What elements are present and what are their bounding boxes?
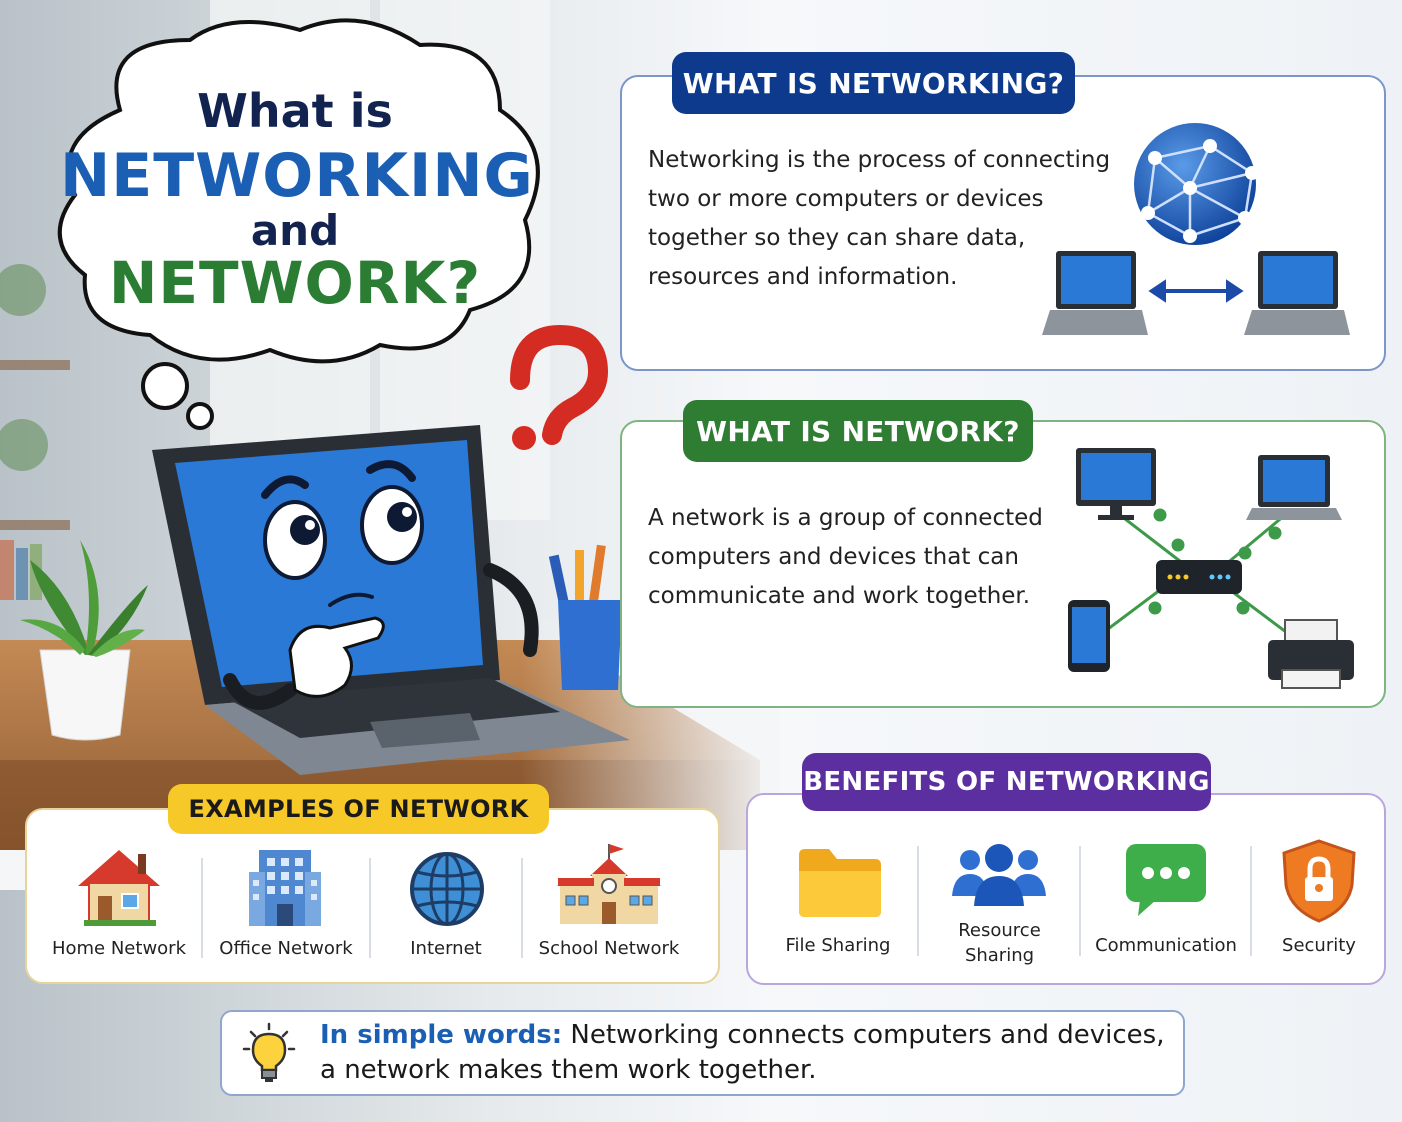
plant-icon	[20, 540, 148, 741]
benefit-label: Security	[1282, 935, 1356, 956]
thought-cloud	[57, 18, 540, 430]
router-icon	[1156, 560, 1242, 594]
double-arrow-icon	[1148, 279, 1244, 303]
summary-line-2: a network makes them work together.	[320, 1055, 817, 1085]
lightbulb-icon	[242, 1022, 296, 1082]
example-label: Home Network	[51, 938, 187, 959]
summary-lead: In simple words:	[320, 1020, 563, 1050]
examples-heading: EXAMPLES OF NETWORK	[168, 784, 549, 834]
networking-heading: WHAT IS NETWORKING?	[672, 52, 1075, 114]
folder-icon	[799, 849, 881, 917]
networking-illustration	[1042, 123, 1350, 335]
network-diagram	[1068, 448, 1354, 689]
summary-box	[220, 1010, 1185, 1096]
example-label: Internet	[410, 938, 482, 959]
laptop-mascot	[152, 425, 630, 775]
benefit-label: File Sharing	[785, 935, 891, 956]
house-icon	[78, 850, 160, 926]
globe-icon	[410, 852, 484, 926]
question-mark-icon	[510, 324, 609, 450]
networking-line: resources and information.	[648, 264, 958, 290]
title-line-2: NETWORKING	[60, 141, 534, 211]
networking-line: together so they can share data,	[648, 225, 1026, 251]
example-label: Office Network	[219, 938, 353, 959]
printer-icon	[1268, 619, 1354, 689]
network-line: A network is a group of connected	[648, 505, 1043, 531]
benefits-heading: BENEFITS OF NETWORKING	[802, 753, 1211, 811]
people-icon	[952, 844, 1046, 906]
benefit-label-line: Sharing	[964, 945, 1035, 966]
networking-line: two or more computers or devices	[648, 186, 1044, 212]
network-description: A network is a group of connected comput…	[648, 499, 1068, 616]
networking-line: Networking is the process of connecting	[648, 147, 1111, 173]
networking-description: Networking is the process of connecting …	[648, 141, 1128, 297]
smartphone-icon	[1068, 600, 1110, 672]
network-line: communicate and work together.	[648, 583, 1031, 609]
laptop-icon	[1246, 455, 1342, 520]
benefit-label: Communication	[1095, 935, 1237, 956]
school-icon	[556, 844, 662, 924]
title-line-4: NETWORK?	[108, 249, 482, 317]
laptop-icon	[1244, 251, 1350, 335]
title-line-3: and	[250, 206, 340, 255]
network-heading: WHAT IS NETWORK?	[683, 400, 1033, 462]
laptop-icon	[1042, 251, 1148, 335]
chat-icon	[1126, 844, 1206, 916]
network-line: computers and devices that can	[648, 544, 1019, 570]
office-building-icon	[249, 850, 321, 926]
desktop-monitor-icon	[1076, 448, 1156, 520]
example-label: School Network	[538, 938, 680, 959]
benefit-label: Resource Sharing	[922, 918, 1077, 968]
pencil-cup-icon	[548, 544, 622, 690]
benefit-label-line: Resource	[958, 920, 1041, 941]
summary-text: In simple words: Networking connects com…	[320, 1018, 1170, 1088]
globe-network-icon	[1134, 123, 1259, 245]
summary-line-1: Networking connects computers and device…	[562, 1020, 1165, 1050]
shield-lock-icon	[1282, 839, 1356, 923]
title-line-1: What is	[197, 84, 393, 138]
